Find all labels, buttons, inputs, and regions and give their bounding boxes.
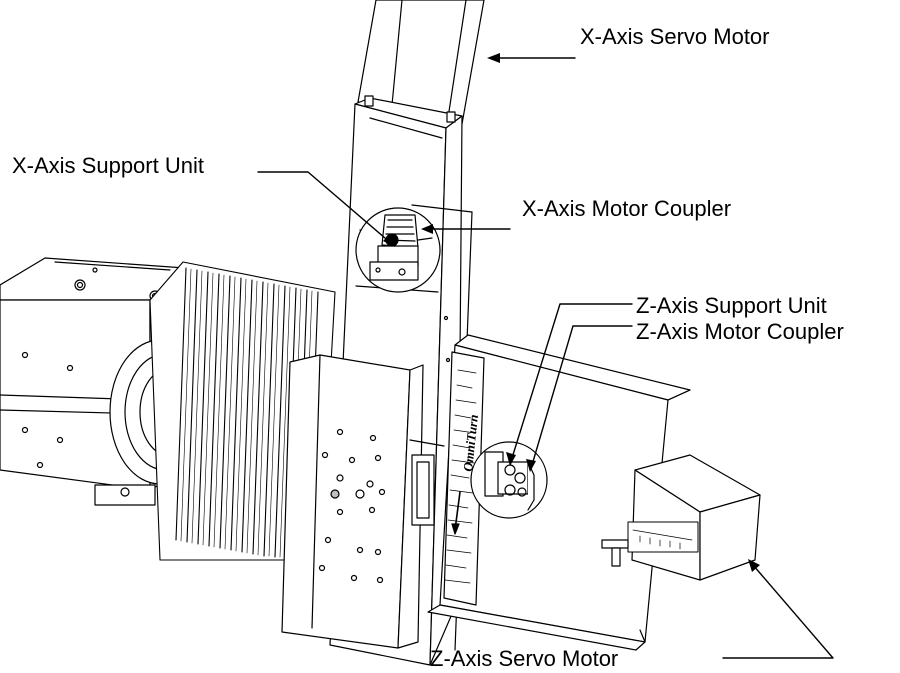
headstock — [0, 257, 186, 506]
label-x-axis-servo-motor: X-Axis Servo Motor — [580, 24, 770, 49]
label-x-axis-support-unit: X-Axis Support Unit — [12, 153, 204, 178]
label-z-axis-support-unit: Z-Axis Support Unit — [636, 293, 827, 318]
z-axis-servo-motor-body — [601, 454, 761, 581]
x-axis-coupler-callout-circle — [355, 207, 441, 293]
label-x-axis-motor-coupler: X-Axis Motor Coupler — [522, 196, 732, 221]
x-axis-slide-plate — [281, 354, 424, 649]
omniturn-logo-text: OmniTurn — [460, 414, 481, 473]
label-z-axis-motor-coupler: Z-Axis Motor Coupler — [636, 319, 844, 344]
z-axis-carriage — [427, 334, 691, 651]
label-z-axis-servo-motor: Z-Axis Servo Motor — [430, 646, 619, 671]
z-axis-rule: OmniTurn — [409, 351, 485, 606]
callout-leaders — [257, 53, 834, 659]
